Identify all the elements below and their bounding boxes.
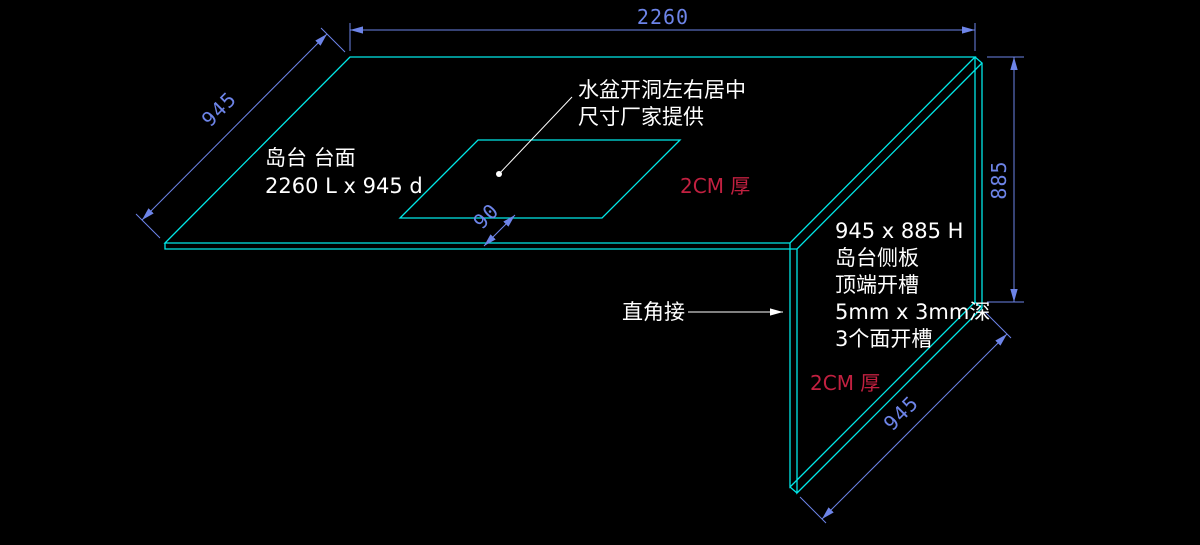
left-dim-extension-lines	[135, 27, 346, 239]
panel-spec-line-1: 945 x 885 H	[835, 219, 963, 243]
panel-spec-line-5: 3个面开槽	[835, 327, 932, 351]
right-dim-value: 885	[987, 160, 1011, 199]
countertop-size-label: 2260 L x 945 d	[265, 174, 423, 198]
sink-note-line1: 水盆开洞左右居中	[578, 78, 746, 102]
joint-label: 直角接	[622, 300, 685, 324]
bottom-dim-line	[821, 333, 1008, 520]
top-dim-value: 2260	[637, 5, 689, 29]
side-panel-thickness-connectors	[789, 301, 983, 494]
top-thickness-note: 2CM 厚	[680, 174, 750, 198]
left-dim-value: 945	[197, 87, 242, 132]
panel-spec-line-3: 顶端开槽	[835, 273, 919, 297]
panel-spec-line-4: 5mm x 3mm深	[835, 300, 990, 324]
sink-note-leader-line	[498, 96, 573, 175]
countertop-name-label: 岛台 台面	[265, 146, 356, 170]
panel-thickness-note: 2CM 厚	[810, 371, 880, 395]
sink-note-line2: 尺寸厂家提供	[578, 105, 704, 129]
sink-offset-dim-line	[483, 214, 516, 247]
sink-offset-dim-value: 90	[468, 198, 503, 233]
sink-cutout	[398, 139, 682, 219]
left-dim-line	[141, 33, 328, 221]
right-dim-extension-lines	[987, 56, 1024, 303]
sink-note-leader-dot	[496, 171, 502, 177]
bottom-dim-value: 945	[879, 391, 924, 436]
panel-spec-line-2: 岛台侧板	[835, 246, 919, 270]
